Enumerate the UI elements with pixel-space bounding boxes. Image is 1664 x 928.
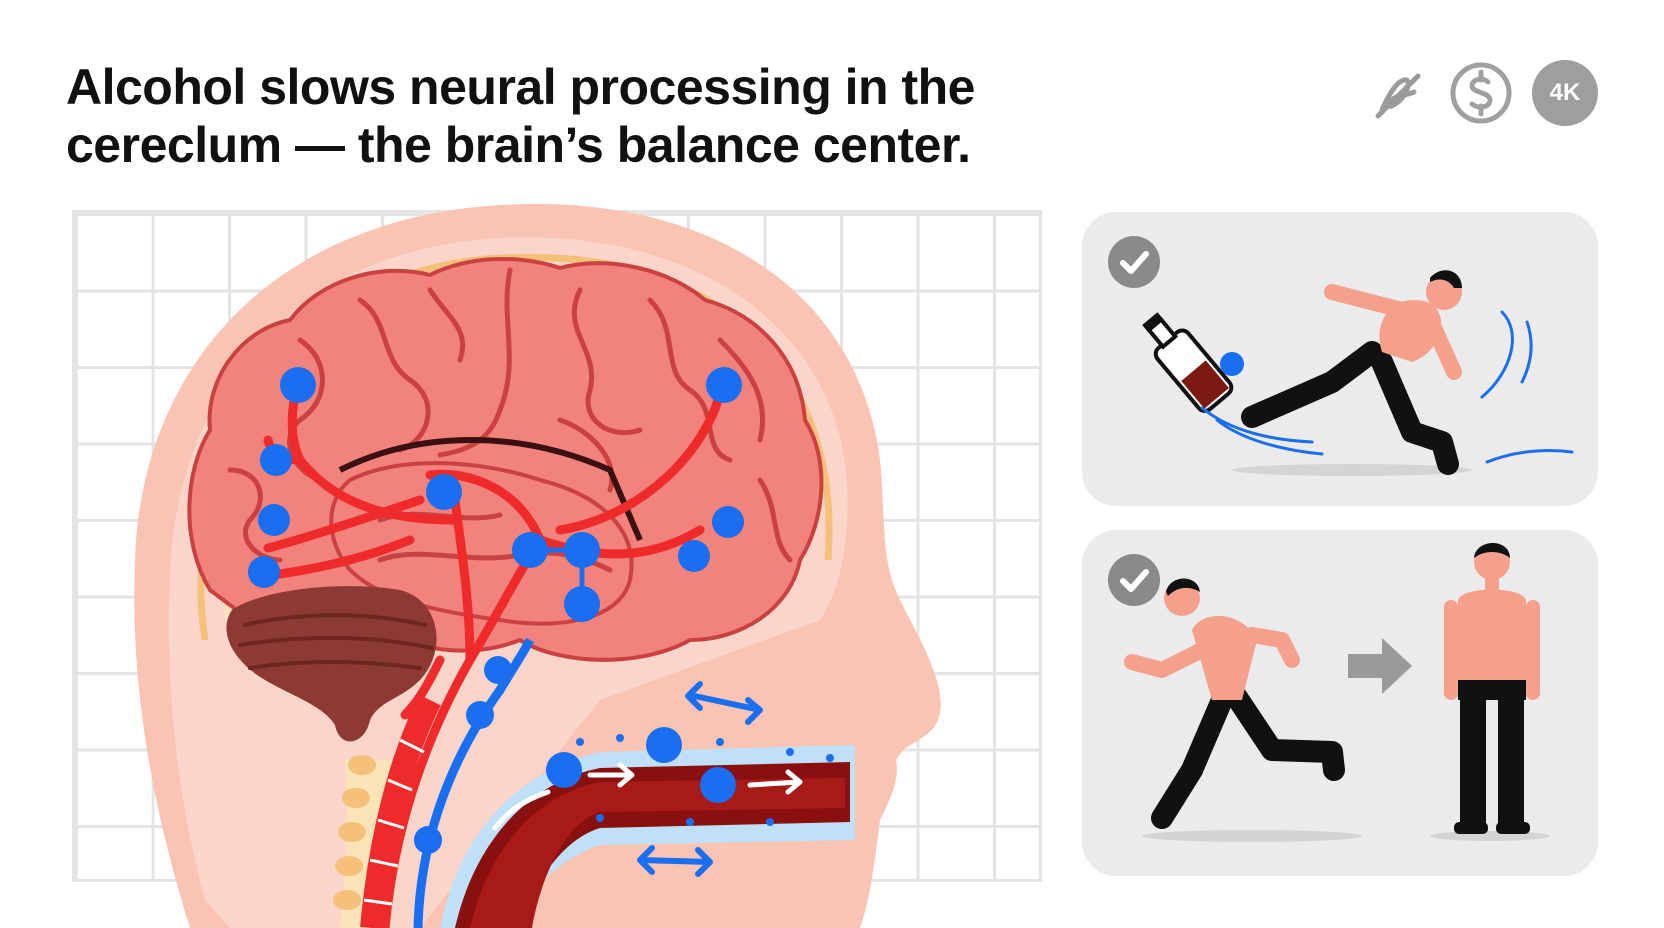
arrow-right-icon — [1348, 638, 1412, 694]
check-badge-1 — [1108, 236, 1160, 288]
4k-badge[interactable]: 4K — [1532, 60, 1598, 126]
4k-label: 4K — [1549, 79, 1581, 106]
check-badge-2 — [1108, 554, 1160, 606]
bottle-icon — [1142, 312, 1234, 413]
dollar-circle-icon[interactable] — [1448, 60, 1514, 131]
signature-slash-icon[interactable] — [1368, 66, 1428, 131]
running-and-standing-illustration — [1124, 543, 1550, 842]
title-line-1: Alcohol slows neural processing in the — [66, 59, 975, 115]
head-cross-section-illustration — [134, 203, 941, 928]
toolbar-icons: 4K — [1368, 60, 1598, 130]
check-icon — [1120, 251, 1149, 274]
scenario-panel-falling — [1082, 212, 1598, 506]
check-icon — [1120, 569, 1149, 592]
falling-person-illustration — [1142, 270, 1574, 476]
neuron-nodes — [248, 367, 744, 854]
scenario-panel-balanced — [1082, 530, 1598, 876]
page-title: Alcohol slows neural processing in the c… — [66, 58, 1066, 174]
title-line-2: cereclum — the brain’s balance center. — [66, 117, 971, 173]
